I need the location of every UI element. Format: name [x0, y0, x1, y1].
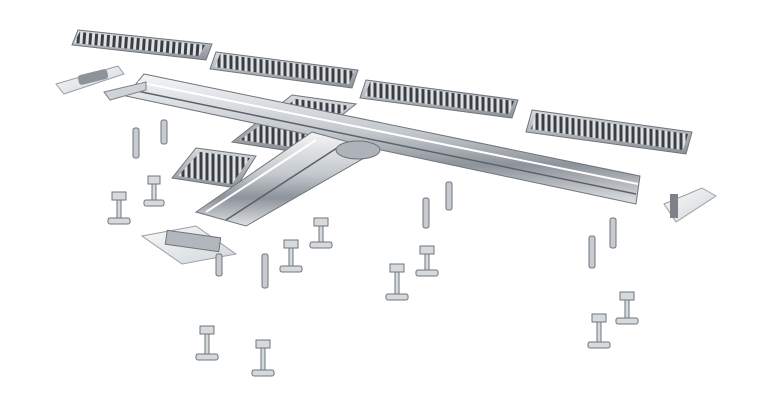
branch-channel [194, 131, 381, 227]
grate-2 [209, 51, 359, 89]
end-cap-left [55, 65, 125, 95]
clip-bracket [132, 119, 617, 289]
leveling-foot [107, 175, 639, 377]
grate-4 [525, 109, 693, 155]
grate-1 [71, 29, 213, 61]
main-channel [103, 73, 641, 205]
end-cap-right [663, 187, 717, 223]
grate-short [171, 147, 257, 189]
grate-3 [359, 79, 519, 119]
end-cap-branch [140, 225, 238, 265]
